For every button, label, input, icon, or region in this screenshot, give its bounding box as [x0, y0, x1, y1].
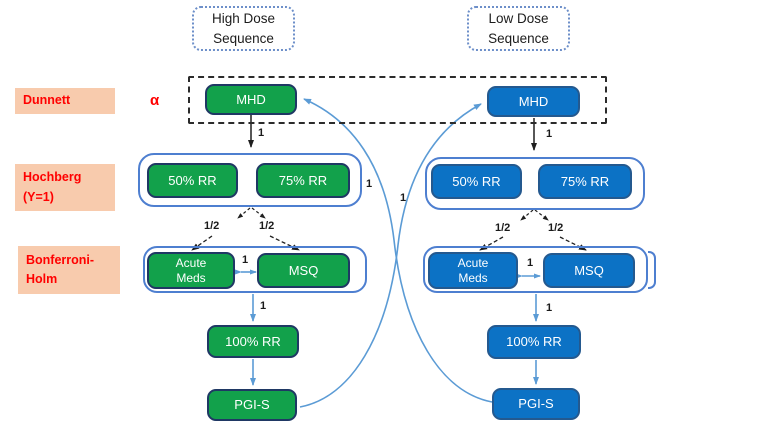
node-high-acute-line2: Meds: [176, 270, 206, 285]
node-low-pgis: PGI-S: [492, 388, 580, 420]
high-dose-header-line2: Sequence: [213, 30, 274, 46]
weight-high-mhd: 1: [258, 127, 265, 139]
node-low-pgis-label: PGI-S: [518, 396, 554, 412]
node-high-rr75-label: 75% RR: [278, 172, 328, 188]
low-bonferroni-group-edge: [648, 251, 656, 289]
weight-high-to-rr100: 1: [260, 300, 267, 312]
low-bonferroni-group: [423, 246, 648, 293]
node-high-rr100-label: 100% RR: [225, 333, 281, 349]
node-low-mhd: MHD: [487, 86, 580, 117]
node-high-msq-label: MSQ: [288, 262, 319, 278]
arrow-low-split-right: [534, 209, 549, 221]
high-hochberg-group: [138, 153, 362, 207]
dunnett-text: Dunnett: [23, 93, 71, 108]
node-high-mhd-label: MHD: [236, 91, 266, 107]
node-low-rr100: 100% RR: [487, 325, 581, 359]
node-high-rr50: 50% RR: [147, 163, 238, 198]
row-label-bonferroni-holm: Bonferroni- Holm: [18, 246, 120, 294]
low-dose-sequence-header: Low Dose Sequence: [467, 6, 570, 51]
node-low-acute-meds: Acute Meds: [428, 252, 518, 289]
node-low-rr100-label: 100% RR: [506, 334, 562, 350]
bonferroni-text-line2: Holm: [26, 272, 58, 286]
low-dose-header-line2: Sequence: [488, 30, 549, 46]
arrow-low-split-left: [520, 209, 534, 221]
weight-low-half-left: 1/2: [495, 222, 511, 234]
weight-low-to-rr100: 1: [546, 302, 553, 314]
node-high-rr75: 75% RR: [256, 163, 350, 198]
arrow-high-split-right: [251, 207, 266, 219]
weight-curve-to-high-mhd: 1: [366, 178, 373, 190]
low-dose-header-line1: Low Dose: [488, 10, 549, 26]
node-low-acute-line1: Acute: [457, 256, 489, 271]
weight-curve-to-low-mhd: 1: [400, 192, 407, 204]
node-high-rr100: 100% RR: [207, 325, 299, 358]
low-hochberg-group: [425, 157, 645, 210]
alpha-symbol: α: [150, 92, 160, 109]
node-low-msq: MSQ: [543, 253, 635, 288]
node-low-rr50-label: 50% RR: [452, 173, 501, 189]
node-high-pgis: PGI-S: [207, 389, 297, 421]
node-low-rr75: 75% RR: [538, 164, 632, 199]
row-label-hochberg: Hochberg (Υ=1): [15, 164, 115, 211]
node-high-acute-meds: Acute Meds: [147, 252, 235, 289]
node-high-acute-line1: Acute: [175, 256, 207, 271]
weight-low-half-right: 1/2: [548, 222, 564, 234]
node-high-msq: MSQ: [257, 253, 350, 288]
hochberg-text-line1: Hochberg: [23, 170, 82, 185]
row-label-dunnett: Dunnett: [15, 88, 115, 114]
node-high-pgis-label: PGI-S: [234, 397, 270, 413]
high-dose-header-line1: High Dose: [211, 10, 276, 26]
bonferroni-text-line1: Bonferroni-: [26, 252, 95, 267]
arrow-high-split-left: [237, 207, 251, 219]
node-low-rr50: 50% RR: [431, 164, 522, 199]
weight-low-acute-msq: 1: [527, 257, 534, 269]
node-low-msq-label: MSQ: [574, 262, 604, 278]
hochberg-text-line2: (Υ=1): [23, 189, 54, 204]
weight-high-half-left: 1/2: [204, 220, 220, 232]
dunnett-dashed-group: [188, 76, 607, 124]
weight-low-mhd: 1: [546, 128, 553, 140]
node-low-mhd-label: MHD: [518, 93, 549, 109]
node-low-acute-line2: Meds: [458, 270, 488, 285]
weight-high-half-right: 1/2: [259, 220, 275, 232]
node-high-mhd: MHD: [205, 84, 297, 115]
node-high-rr50-label: 50% RR: [168, 172, 217, 188]
high-dose-sequence-header: High Dose Sequence: [192, 6, 295, 51]
node-low-rr75-label: 75% RR: [560, 173, 610, 189]
weight-high-acute-msq: 1: [242, 254, 249, 266]
high-bonferroni-group: [143, 246, 367, 293]
